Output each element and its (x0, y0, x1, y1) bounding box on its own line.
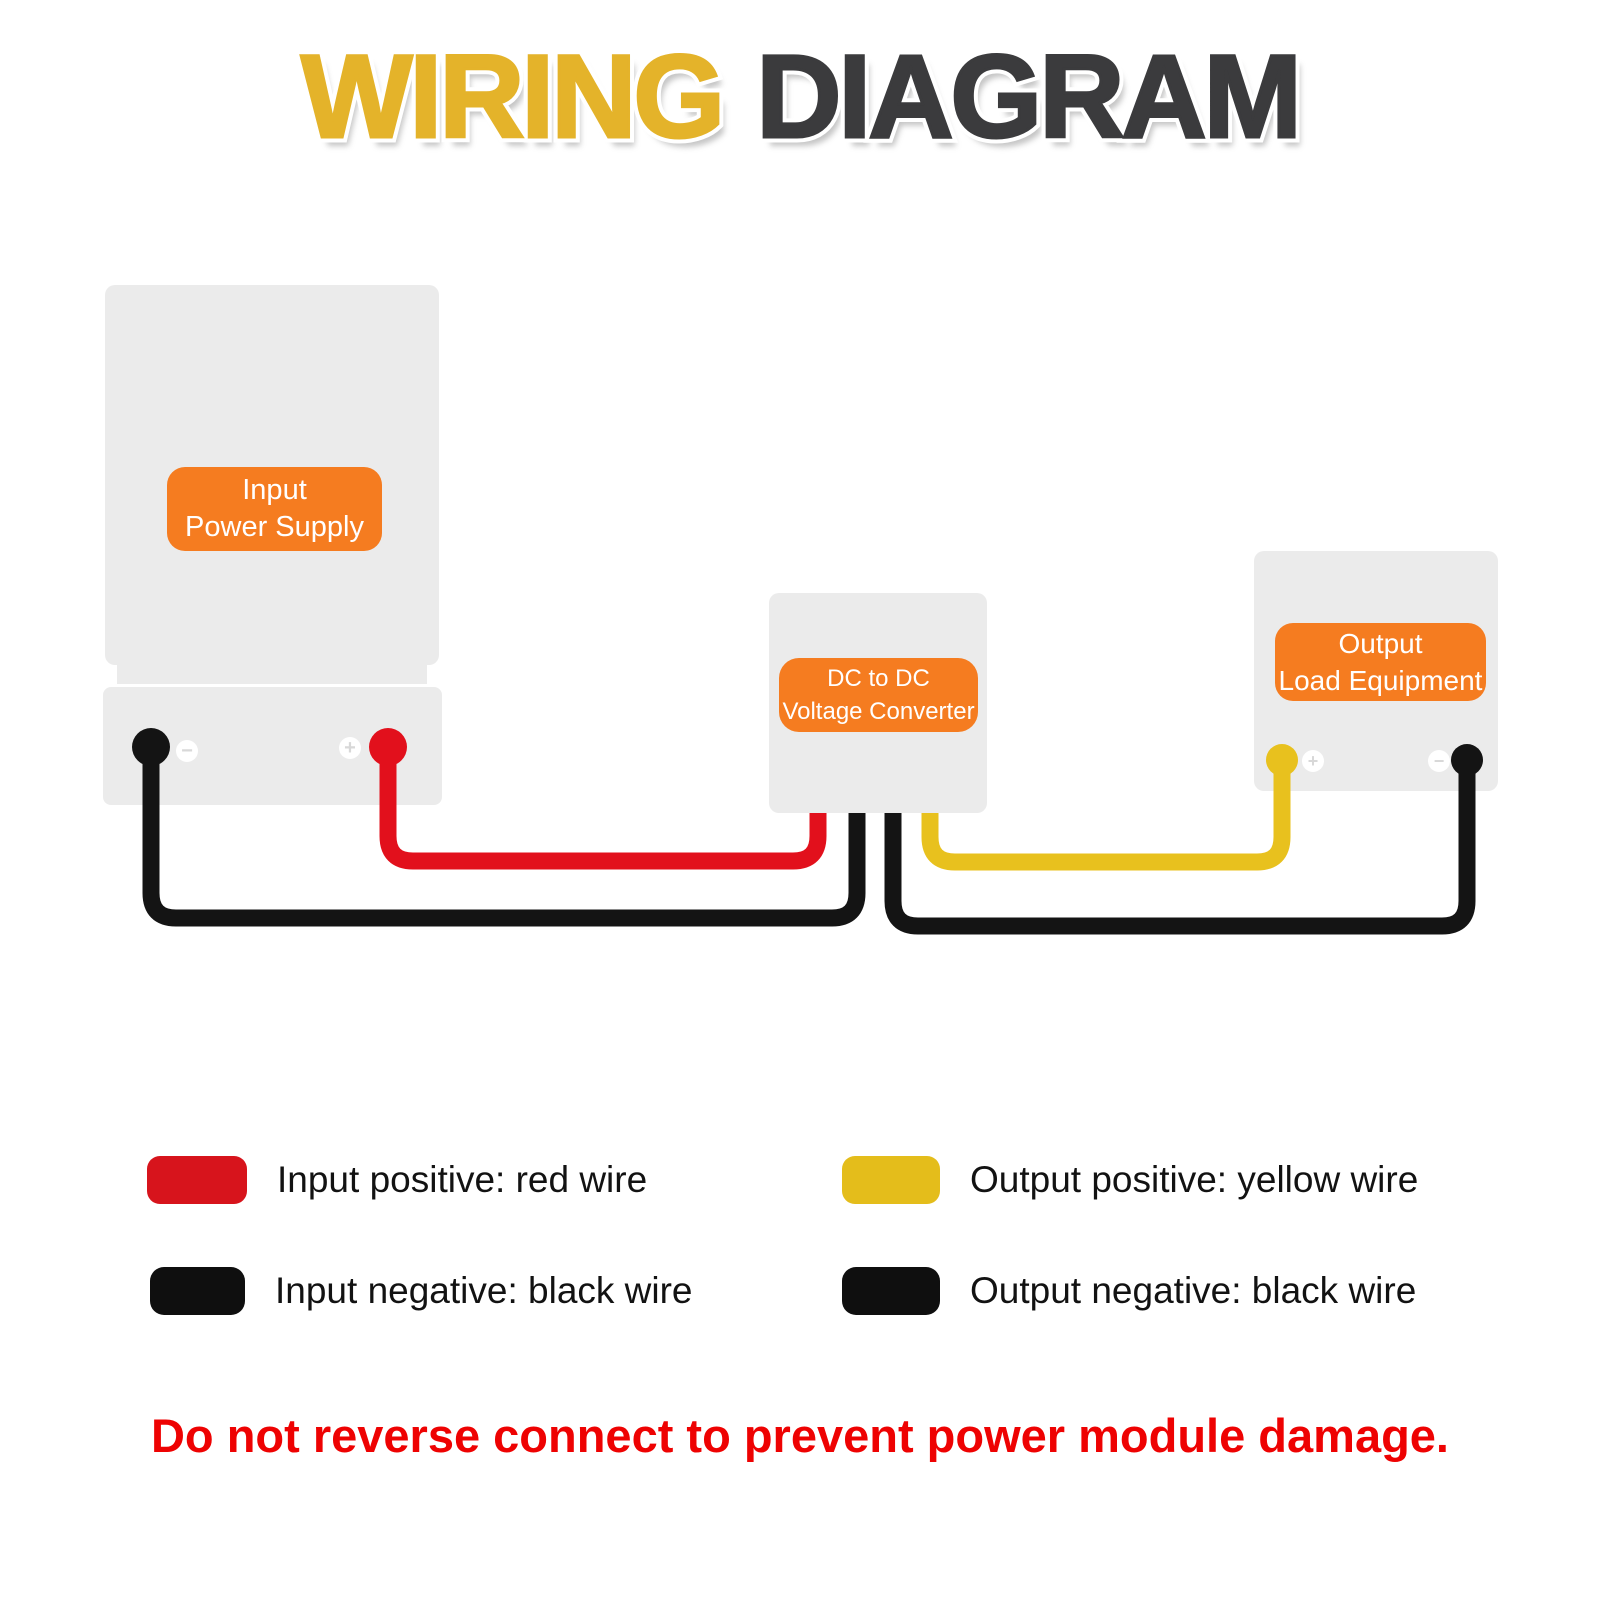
wire-output-negative (884, 760, 1476, 935)
input-negative-terminal (132, 728, 170, 766)
wire-input-negative (142, 747, 866, 927)
legend-item-input-negative: Input negative: black wire (150, 1267, 693, 1315)
input-label-line1: Input (242, 474, 307, 506)
input-power-supply-label: Input Power Supply (167, 467, 382, 551)
plus-icon: + (1302, 750, 1324, 772)
legend-label: Input negative: black wire (275, 1270, 693, 1311)
legend-swatch-red (147, 1156, 247, 1204)
output-label-line1: Output (1338, 628, 1423, 659)
output-positive-terminal (1266, 744, 1298, 776)
legend-swatch-black (842, 1267, 940, 1315)
legend-item-output-positive: Output positive: yellow wire (842, 1156, 1418, 1204)
wire-input-positive (379, 747, 827, 870)
title-word-diagram-outline: DIAGRAM (751, 31, 1308, 163)
minus-icon: − (1428, 750, 1450, 772)
output-load-label: Output Load Equipment (1275, 623, 1486, 701)
input-label-line2: Power Supply (185, 511, 364, 543)
legend-swatch-yellow (842, 1156, 940, 1204)
warning-text: Do not reverse connect to prevent power … (150, 1409, 1449, 1462)
minus-icon: − (176, 740, 198, 762)
legend-label: Output positive: yellow wire (970, 1159, 1419, 1200)
converter-label-line2: Voltage Converter (782, 698, 975, 725)
legend-item-output-negative: Output negative: black wire (842, 1267, 1416, 1315)
input-positive-terminal (369, 728, 407, 766)
plus-icon: + (339, 737, 361, 759)
output-label-line2: Load Equipment (1278, 665, 1483, 696)
wire-output-positive (921, 760, 1291, 871)
title-word-wiring-fill: WIRING (300, 31, 727, 163)
title-word-diagram-fill: DIAGRAM (755, 31, 1304, 163)
output-negative-terminal (1451, 744, 1483, 776)
legend-item-input-positive: Input positive: red wire (147, 1156, 647, 1204)
dc-converter-label: DC to DC Voltage Converter (779, 658, 978, 732)
legend-label: Input positive: red wire (277, 1159, 648, 1200)
title-word-wiring-outline: WIRING (296, 31, 731, 163)
legend-label: Output negative: black wire (970, 1270, 1417, 1311)
legend-swatch-black (150, 1267, 245, 1315)
input-power-supply-neck (117, 660, 427, 684)
converter-label-line1: DC to DC (827, 665, 930, 692)
